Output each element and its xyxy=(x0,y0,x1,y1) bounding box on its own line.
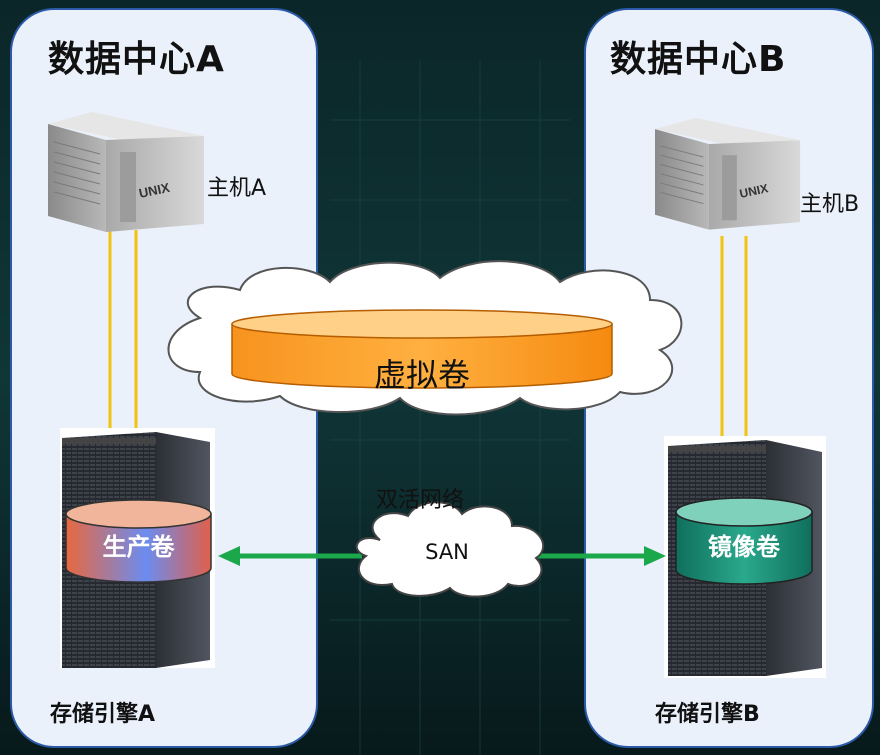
san-link-right-arrow xyxy=(538,546,666,566)
host-a-label: 主机A xyxy=(207,176,267,201)
production-volume-icon[interactable] xyxy=(65,499,212,583)
server-a-badge: UNIX xyxy=(138,180,172,201)
storage-engine-a-label: 存储引擎A xyxy=(50,702,156,727)
san-label: SAN xyxy=(425,540,469,564)
server-a-icon[interactable]: UNIX xyxy=(48,112,204,232)
fiber-links-a xyxy=(108,230,138,430)
fiber-links-b xyxy=(720,236,748,440)
production-volume-label: 生产卷 xyxy=(102,533,175,561)
datacenter-b-title: 数据中心B xyxy=(610,39,787,80)
server-b-icon[interactable]: UNIX xyxy=(655,118,801,230)
san-link-left-arrow xyxy=(218,546,362,566)
mirror-volume-label: 镜像卷 xyxy=(708,533,780,561)
datacenter-a-title: 数据中心A xyxy=(48,39,225,80)
host-b-label: 主机B xyxy=(800,192,860,217)
server-b-badge: UNIX xyxy=(738,181,769,201)
virtual-volume-icon[interactable] xyxy=(231,309,613,389)
virtual-volume-label: 虚拟卷 xyxy=(373,356,470,394)
mirror-volume-icon[interactable] xyxy=(675,497,813,585)
storage-engine-b-label: 存储引擎B xyxy=(655,702,760,727)
san-cloud-icon[interactable] xyxy=(355,501,545,598)
active-active-network-label: 双活网络 xyxy=(376,488,465,513)
